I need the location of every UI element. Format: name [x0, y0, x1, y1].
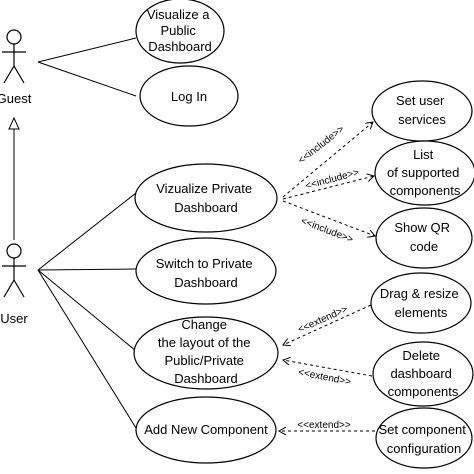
use-case-label-line: Add New Component — [144, 422, 268, 437]
use-case-visualize-public-dashboard: Visualize a Public Dashboard — [135, 0, 225, 64]
use-case-label: Delete dashboard components — [388, 348, 459, 399]
use-case-label-line: Set user — [396, 93, 445, 108]
use-case-drag-resize-elements: Drag & resize elements — [370, 272, 472, 334]
use-case-label: Switch to Private Dashboard — [156, 256, 256, 290]
generalization-arrowhead — [8, 116, 20, 130]
use-case-label-line: services — [398, 112, 446, 127]
extend-label: <<extend>> — [296, 304, 349, 336]
use-case-label-line: Log In — [171, 89, 207, 104]
use-case-label-line: code — [410, 239, 438, 254]
use-case-label-line: Dashboard — [148, 39, 212, 54]
extend-label: <<extend>> — [297, 420, 351, 431]
use-case-label: Drag & resize elements — [380, 286, 462, 320]
use-case-label-line: Dashboard — [174, 275, 238, 290]
use-case-label-line: dashboard — [390, 366, 451, 381]
use-case-show-qr-code: Show QR code — [375, 207, 473, 269]
use-case-label-line: of supported — [387, 165, 459, 180]
use-case-label: Add New Component — [144, 422, 268, 437]
use-case-label: Vizualize Private Dashboard — [156, 181, 256, 215]
use-case-change-layout: Change the layout of the Public/Private … — [133, 316, 279, 390]
use-case-set-user-services: Set user services — [371, 80, 473, 142]
include-label: <<include>> — [299, 216, 354, 246]
user-label: User — [0, 311, 28, 326]
include-label: <<include>> — [304, 167, 360, 192]
use-case-switch-private-dashboard: Switch to Private Dashboard — [135, 237, 277, 305]
use-case-label: Change the layout of the Public/Private … — [158, 317, 254, 386]
include-list-components-line — [282, 176, 374, 200]
use-case-label-line: Dashboard — [174, 371, 238, 386]
guest-actor: Guest — [0, 29, 32, 106]
use-case-label: Show QR code — [394, 220, 453, 254]
use-case-label-line: the layout of the — [158, 335, 251, 350]
use-case-label-line: Dashboard — [174, 200, 238, 215]
extend-label: <<extend>> — [297, 367, 352, 388]
use-case-label-line: configuration — [387, 441, 461, 456]
actor-head — [6, 243, 22, 259]
use-case-label-line: List — [413, 147, 434, 162]
use-case-label-line: Set component — [378, 422, 466, 437]
use-case-add-new-component: Add New Component — [135, 396, 277, 464]
guest-label: Guest — [0, 91, 32, 106]
association-guest-log-in — [37, 61, 137, 97]
use-case-visualize-private-dashboard: Vizualize Private Dashboard — [134, 163, 278, 233]
use-case-label-line: Change — [181, 317, 227, 332]
use-case-label-line: Delete — [402, 348, 440, 363]
use-case-list-supported-components: List of supported components — [374, 140, 474, 206]
user-actor: User — [0, 243, 28, 326]
use-case-set-component-configuration: Set component configuration — [375, 407, 473, 469]
use-case-label: Set component configuration — [378, 422, 469, 456]
extend-drag-resize-line — [283, 304, 372, 345]
use-case-label-line: Visualize a — [147, 7, 210, 22]
use-case-label-line: components — [388, 384, 459, 399]
use-case-label-line: Public/Private — [164, 353, 243, 368]
include-show-qr-line — [282, 200, 375, 236]
include-label: <<include>> — [296, 124, 346, 167]
use-case-delete-dashboard-components: Delete dashboard components — [372, 341, 474, 407]
association-user-visualize-private — [37, 192, 137, 271]
association-user-switch-private — [37, 268, 137, 271]
use-case-log-in: Log In — [139, 65, 239, 127]
use-case-label: Log In — [171, 89, 207, 104]
use-case-label-line: Public — [160, 23, 196, 38]
association-user-change-layout — [37, 269, 137, 352]
use-case-label: Set user services — [396, 93, 448, 127]
use-case-label-line: Switch to Private — [156, 256, 253, 271]
use-case-label-line: components — [390, 183, 461, 198]
association-user-add-component — [37, 269, 137, 429]
use-case-label: List of supported components — [387, 147, 463, 198]
association-guest-visualize-public — [37, 37, 137, 63]
include-set-user-services-line — [282, 122, 373, 198]
use-case-label-line: Drag & resize — [380, 286, 459, 301]
use-case-label-line: Vizualize Private — [156, 181, 252, 196]
use-case-label-line: elements — [395, 305, 448, 320]
actor-head — [6, 29, 22, 45]
use-case-label: Visualize a Public Dashboard — [147, 7, 213, 54]
use-case-label-line: Show QR — [394, 220, 450, 235]
